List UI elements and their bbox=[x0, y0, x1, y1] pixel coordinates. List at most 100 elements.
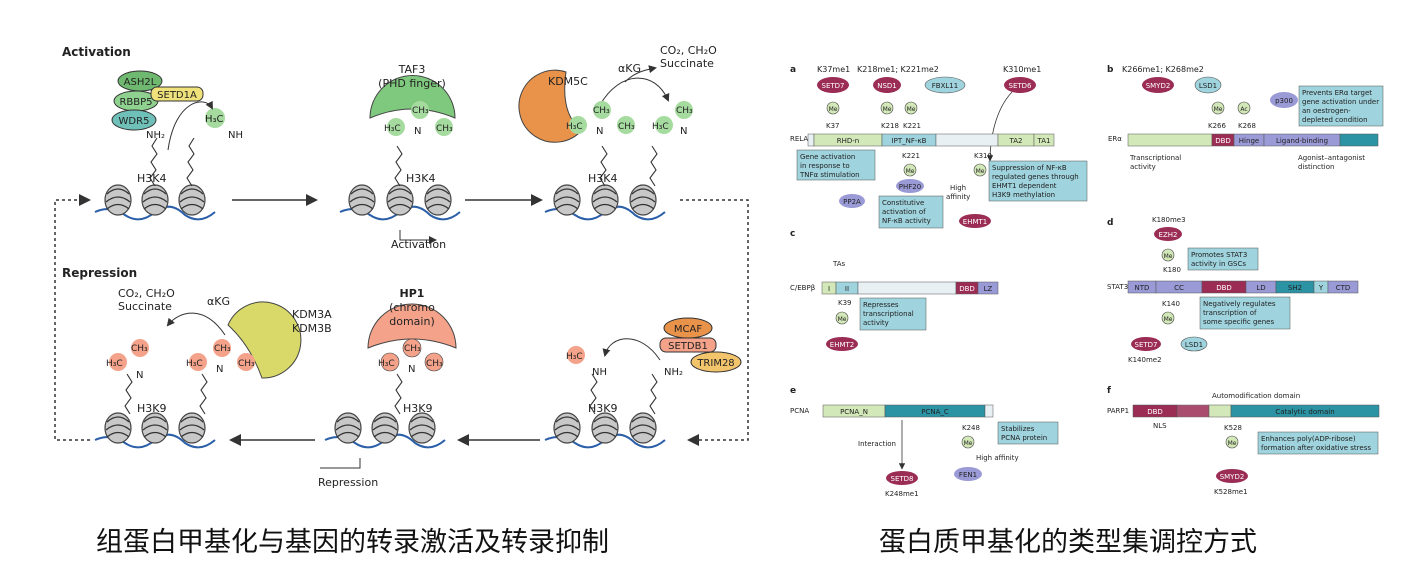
ash2l-label: ASH2L bbox=[124, 77, 157, 88]
suppression-note: H3K9 methylation bbox=[992, 191, 1055, 199]
succinate-label: Succinate bbox=[118, 300, 172, 313]
setd1a-label: SETD1A bbox=[157, 90, 197, 101]
k528me1-label: K528me1 bbox=[1214, 488, 1248, 496]
suppression-note: EHMT1 dependent bbox=[992, 182, 1057, 190]
ta1-domain: TA1 bbox=[1037, 137, 1051, 145]
stabilizes-note: PCNA protein bbox=[1001, 434, 1047, 442]
stabilizes-note: Stabilizes bbox=[1001, 425, 1035, 433]
lsd1-badge: LSD1 bbox=[1199, 82, 1217, 90]
nh-label: NH bbox=[228, 130, 243, 141]
activation-label: Activation bbox=[391, 238, 446, 251]
hp1-sub-label: (chromo bbox=[389, 301, 435, 314]
ch3-label: CH₃ bbox=[238, 359, 255, 369]
histone-methylation-diagram: Activation Repression bbox=[54, 44, 749, 489]
interaction-label: Interaction bbox=[858, 440, 896, 448]
panel-f: f Automodification domain PARP1 DBD Cata… bbox=[1107, 386, 1380, 496]
lsd1-badge: LSD1 bbox=[1185, 341, 1203, 349]
prevents-note: gene activation under bbox=[1302, 98, 1379, 106]
smyd2-badge: SMYD2 bbox=[1146, 82, 1171, 90]
ezh2-badge: EZH2 bbox=[1159, 231, 1178, 239]
promotes-note: Promotes STAT3 bbox=[1191, 251, 1247, 259]
ch3-label: CH₃ bbox=[676, 106, 693, 116]
ch3-label: CH₃ bbox=[618, 122, 635, 132]
k266-label: K266 bbox=[1208, 122, 1226, 130]
represses-note: activity bbox=[863, 319, 889, 327]
h3k9-label: H3K9 bbox=[588, 402, 617, 415]
k140-label: K140 bbox=[1162, 300, 1180, 308]
ntd-domain: NTD bbox=[1135, 284, 1150, 292]
nh2-label: NH₂ bbox=[146, 130, 165, 141]
enhances-note: formation after oxidative stress bbox=[1261, 444, 1371, 452]
h3k9-label: H3K9 bbox=[137, 402, 166, 415]
me-badge: Me bbox=[976, 168, 985, 175]
ipt-nfkb-domain: IPT_NF-κB bbox=[892, 137, 927, 145]
panel-letter: e bbox=[790, 386, 796, 396]
panel-letter: f bbox=[1107, 386, 1111, 396]
n-label: N bbox=[414, 126, 421, 137]
n-label: N bbox=[136, 370, 143, 381]
y-domain: Y bbox=[1318, 284, 1324, 292]
rela-label: RELA bbox=[790, 135, 808, 143]
h3k4-label: H3K4 bbox=[137, 172, 166, 185]
me-badge: Me bbox=[1228, 440, 1237, 447]
me-badge: Me bbox=[883, 106, 892, 113]
k248me1-label: K248me1 bbox=[885, 490, 919, 498]
setdb1-label: SETDB1 bbox=[668, 341, 708, 352]
h3c-label: H₃C bbox=[378, 359, 395, 369]
suppression-note: Suppression of NF-κB bbox=[992, 164, 1067, 172]
taf3-sub-label: (PHD finger) bbox=[378, 77, 446, 90]
promotes-note: activity in GSCs bbox=[1191, 260, 1246, 268]
ch3-label: CH₃ bbox=[593, 106, 610, 116]
k221-label: K221 bbox=[903, 122, 921, 130]
parp1-label: PARP1 bbox=[1107, 407, 1129, 415]
prevents-note: depleted condition bbox=[1302, 116, 1368, 124]
stat3-label: STAT3 bbox=[1107, 283, 1128, 291]
represses-note: Represses bbox=[863, 301, 899, 309]
kdm3-demethylase: KDM3A KDM3B αKG CO₂, CH₂O Succinate CH₃ … bbox=[106, 287, 332, 381]
k221-label: K221 bbox=[902, 152, 920, 160]
negatively-note: Negatively regulates bbox=[1203, 300, 1276, 308]
setd8-badge: SETD8 bbox=[891, 475, 914, 483]
akg-label: αKG bbox=[207, 295, 230, 308]
me-badge: Me bbox=[838, 316, 847, 323]
hp1-sub-label: domain) bbox=[389, 315, 435, 328]
high-affinity-label: High affinity bbox=[976, 454, 1019, 462]
p300-badge: p300 bbox=[1275, 97, 1293, 105]
cycle-arrow bbox=[680, 199, 749, 446]
represses-note: transcriptional bbox=[863, 310, 914, 318]
k218-k221-label: K218me1; K221me2 bbox=[857, 65, 939, 74]
activation-heading: Activation bbox=[62, 45, 131, 59]
hp1-reader: HP1 (chromo domain) CH₃ H₃C CH₃ N Repres… bbox=[318, 287, 457, 489]
co2-label: CO₂, CH₂O bbox=[660, 44, 717, 57]
k268-label: K268 bbox=[1238, 122, 1256, 130]
me-badge: Me bbox=[1164, 253, 1173, 260]
h3c-label: H₃C bbox=[384, 124, 401, 134]
ctd-domain: CTD bbox=[1336, 284, 1351, 292]
n-label: N bbox=[408, 364, 415, 375]
prevents-note: an oestrogen- bbox=[1302, 107, 1351, 115]
smyd2-badge: SMYD2 bbox=[1220, 473, 1245, 481]
repression-heading: Repression bbox=[62, 266, 137, 280]
h3k9-label: H3K9 bbox=[403, 402, 432, 415]
panel-letter: b bbox=[1107, 65, 1114, 75]
ehmt2-badge: EHMT2 bbox=[830, 341, 854, 349]
sh2-domain: SH2 bbox=[1288, 284, 1302, 292]
protein-methylation-diagram: a K37me1 SETD7 Me K37 K218me1; K221me2 N… bbox=[790, 65, 1384, 498]
me-badge: Me bbox=[906, 168, 915, 175]
gene-activation-note: TNFα stimulation bbox=[799, 171, 860, 179]
k180me3-label: K180me3 bbox=[1152, 216, 1186, 224]
ch3-label: CH₃ bbox=[426, 359, 443, 369]
dbd-domain: DBD bbox=[1215, 137, 1231, 145]
suppression-note: regulated genes through bbox=[992, 173, 1079, 181]
automod-label: Automodification domain bbox=[1212, 392, 1300, 400]
constitutive-note: activation of bbox=[882, 208, 926, 216]
ld-domain: LD bbox=[1256, 284, 1265, 292]
panel-letter: a bbox=[790, 65, 796, 75]
nucleosome-group bbox=[104, 184, 657, 444]
gene-activation-note: Gene activation bbox=[800, 153, 855, 161]
fbxl11-badge: FBXL11 bbox=[932, 82, 958, 90]
constitutive-note: NF-κB activity bbox=[882, 217, 931, 225]
panel-letter: c bbox=[790, 229, 795, 239]
prevents-note: Prevents ERα target bbox=[1302, 89, 1372, 97]
